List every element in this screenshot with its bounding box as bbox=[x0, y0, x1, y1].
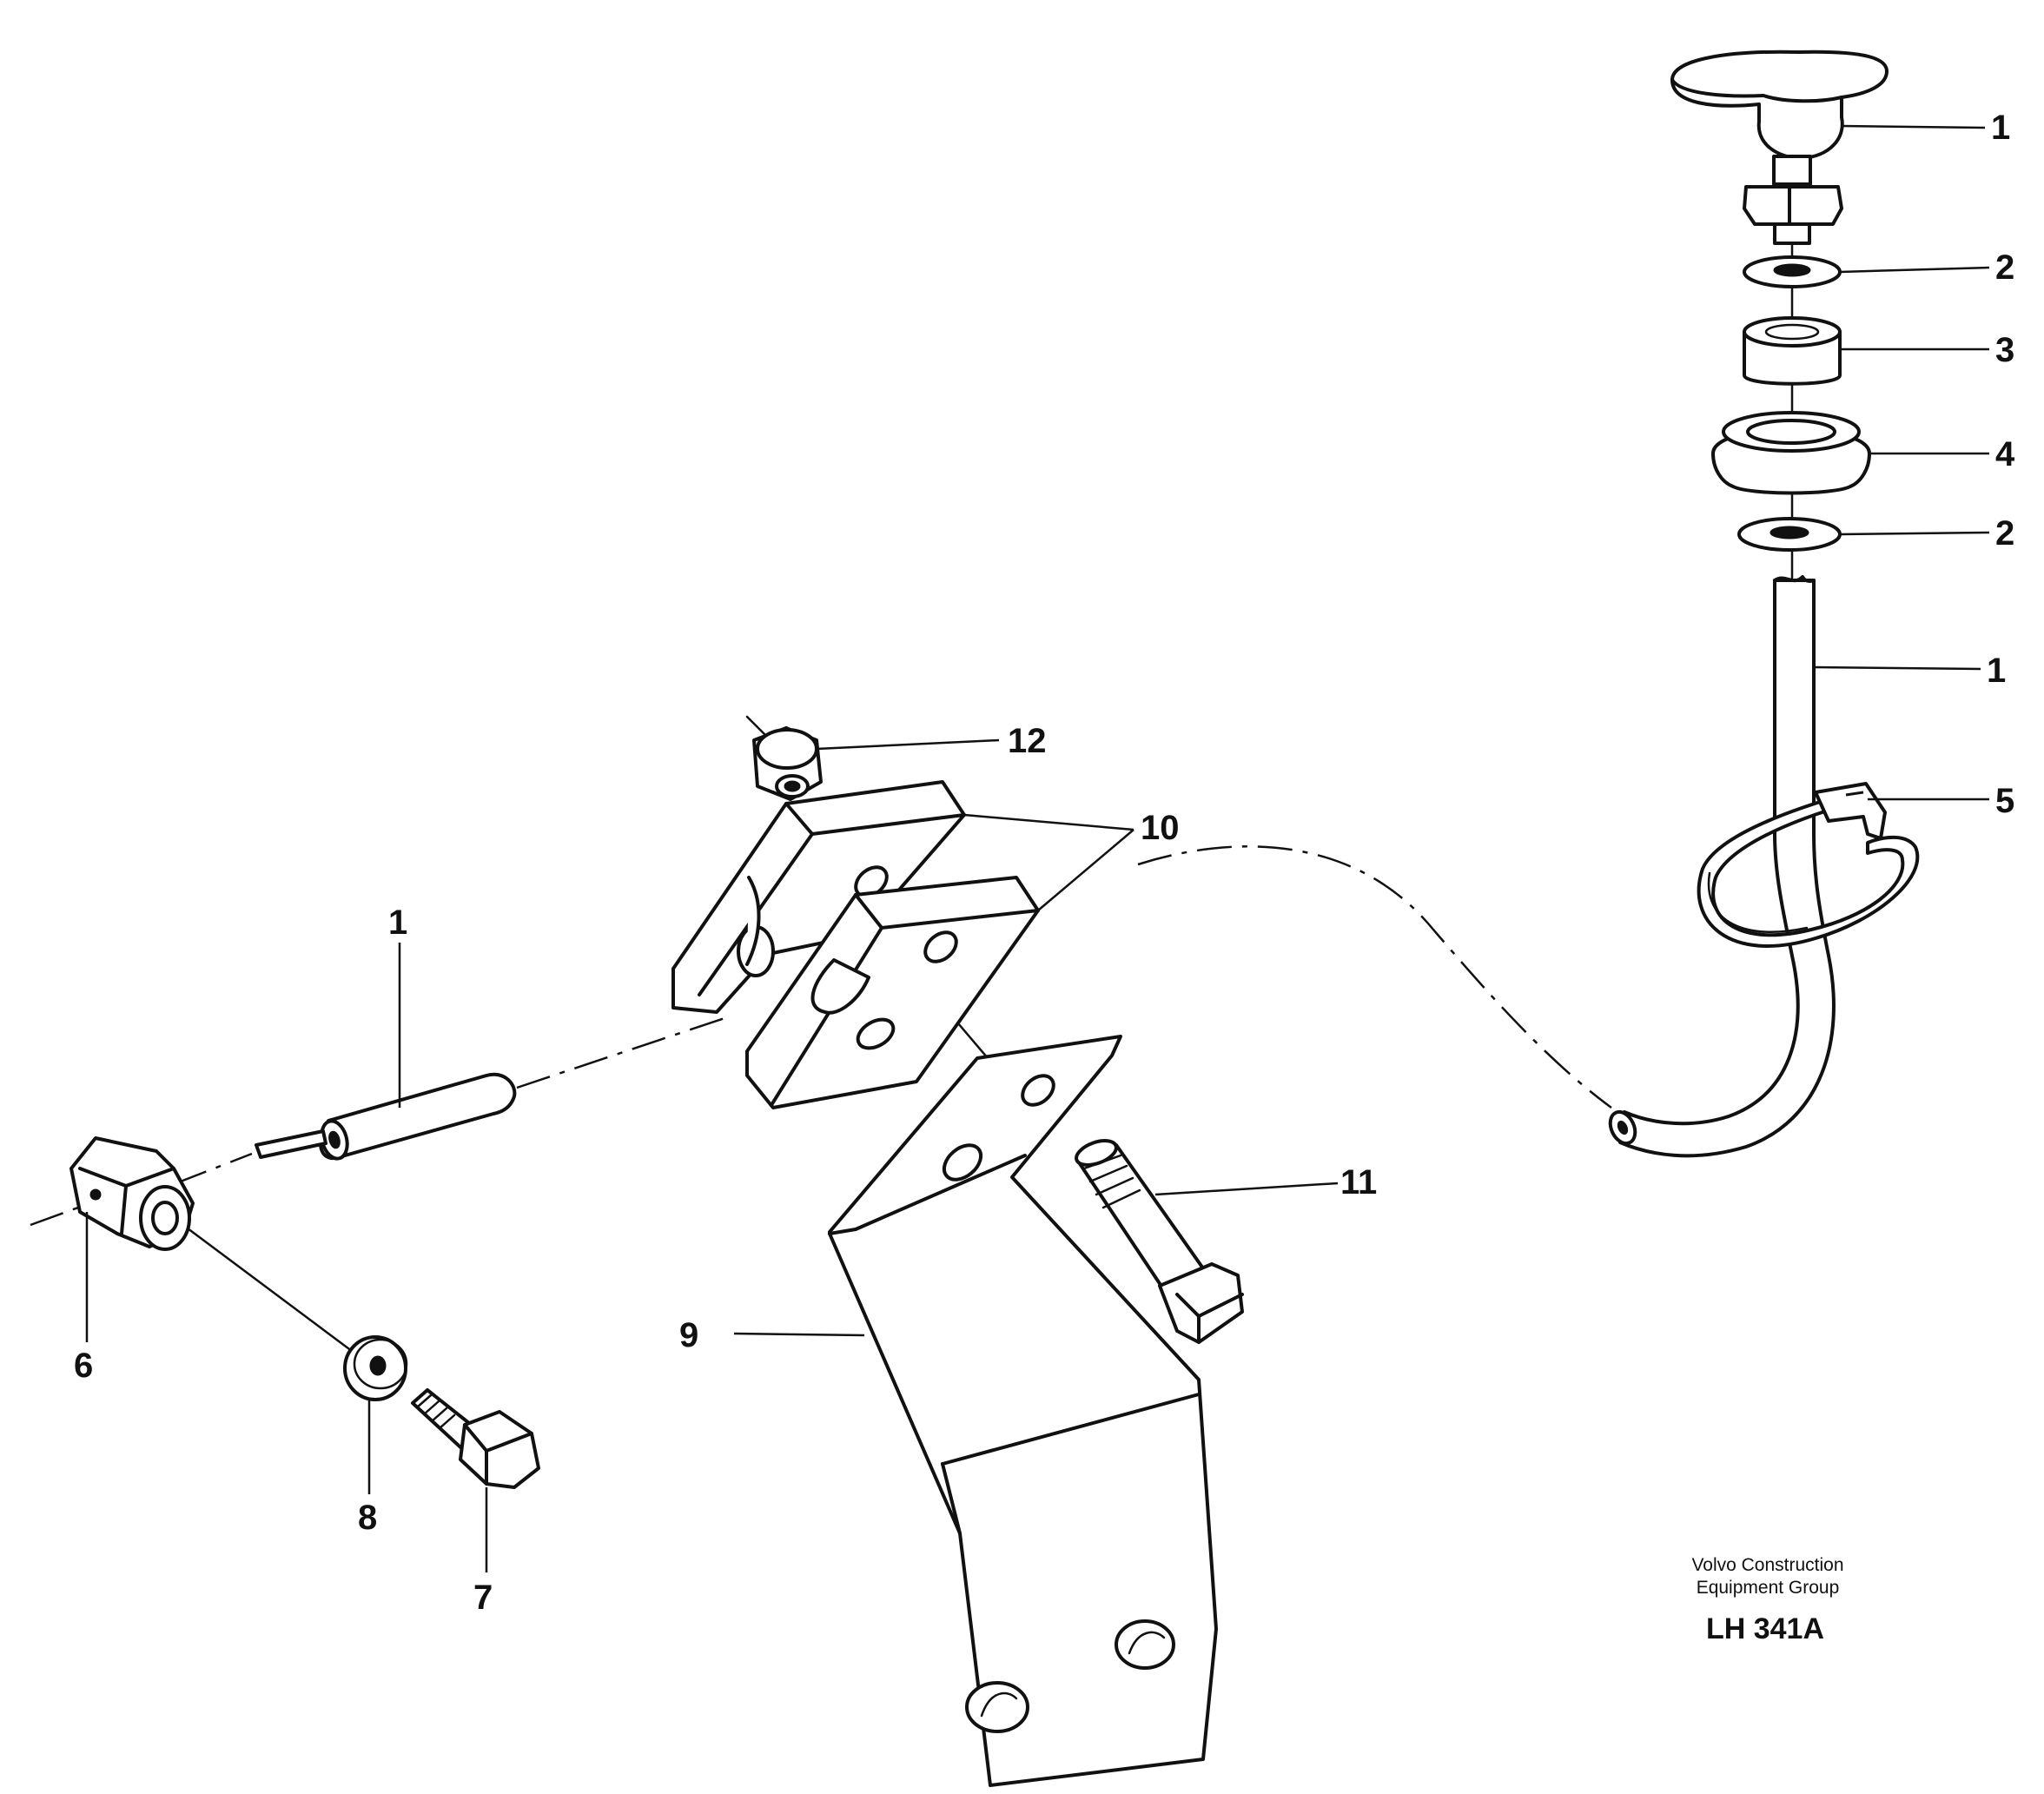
drawing-number: LH 341A bbox=[1706, 1612, 1824, 1645]
washer-bottom bbox=[1737, 517, 1990, 552]
bolt-axis bbox=[172, 1216, 371, 1366]
cable-tie bbox=[1697, 782, 1989, 948]
fitting-axis bbox=[173, 1152, 253, 1186]
washer-small bbox=[343, 1335, 408, 1494]
callout-label: 9 bbox=[679, 1316, 698, 1354]
screw bbox=[1075, 1139, 1339, 1344]
grommet bbox=[1711, 411, 1989, 495]
knob bbox=[1670, 50, 1986, 245]
publisher-line-1: Volvo Construction bbox=[1691, 1555, 1843, 1575]
callout-label: 7 bbox=[473, 1579, 493, 1617]
callout-label: 6 bbox=[74, 1347, 93, 1385]
callout-label: 11 bbox=[1340, 1163, 1377, 1202]
fitting-axis-left bbox=[30, 1206, 79, 1227]
cable-end-axis bbox=[516, 1015, 731, 1089]
cable-end bbox=[255, 943, 517, 1161]
publisher-line-2: Equipment Group bbox=[1697, 1578, 1840, 1598]
fitting bbox=[69, 1136, 195, 1342]
callout-label: 1 bbox=[388, 904, 407, 942]
bolt bbox=[411, 1388, 540, 1572]
callout-label: 4 bbox=[1995, 435, 2015, 473]
clamp-halves bbox=[671, 780, 1134, 1109]
bracket bbox=[733, 1035, 1218, 1787]
callout-label: 3 bbox=[1995, 331, 2014, 369]
callout-label: 5 bbox=[1995, 782, 2014, 820]
callout-label: 8 bbox=[358, 1499, 377, 1537]
callout-label: 2 bbox=[1995, 248, 2014, 287]
cable-upper bbox=[1608, 575, 1981, 1158]
callout-label: 12 bbox=[1008, 722, 1047, 760]
callout-label: 1 bbox=[1991, 109, 2010, 147]
callout-label: 10 bbox=[1141, 809, 1180, 847]
nut bbox=[752, 726, 1000, 801]
cable-route-axis bbox=[1137, 845, 1612, 1109]
callout-label: 1 bbox=[1987, 652, 2006, 690]
callout-label: 2 bbox=[1995, 514, 2014, 553]
bushing bbox=[1743, 316, 1989, 386]
washer-top bbox=[1743, 255, 1990, 288]
